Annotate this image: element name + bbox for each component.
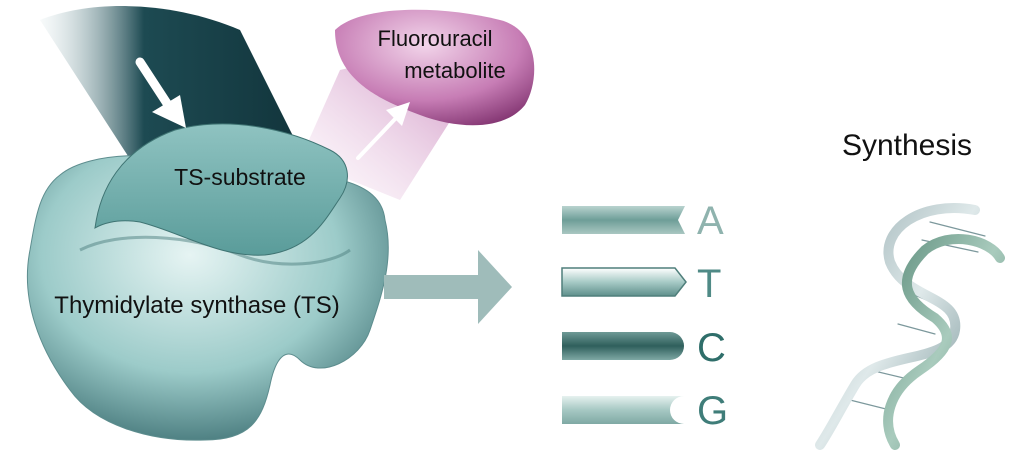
base-bar: [562, 396, 684, 424]
substrate-label: TS-substrate: [174, 164, 306, 190]
base-letter: A: [697, 199, 724, 243]
ts-substrate-shape: [94, 123, 348, 256]
right-arrow-icon: [384, 250, 512, 324]
base-bar: [561, 267, 687, 297]
base-row-g: G: [562, 389, 728, 433]
base-bar: [562, 332, 684, 360]
dna-helix-icon: [815, 203, 1005, 450]
synthesis-label: Synthesis: [842, 129, 972, 162]
up-right-arrow-icon: [356, 102, 410, 160]
fluorouracil-metabolite-shape: [335, 9, 535, 126]
metabolite-label-line1: Fluorouracil: [378, 26, 493, 51]
base-letter: G: [697, 389, 728, 433]
base-row-t: T: [561, 262, 721, 306]
base-letter: T: [697, 262, 721, 306]
base-row-a: A: [562, 199, 724, 243]
enzyme-label: Thymidylate synthase (TS): [54, 292, 339, 319]
base-row-c: C: [562, 326, 726, 370]
down-right-arrow-icon: [135, 57, 186, 128]
base-letter: C: [697, 326, 726, 370]
metabolite-label-line2: metabolite: [404, 58, 506, 83]
base-bar: [562, 206, 685, 234]
